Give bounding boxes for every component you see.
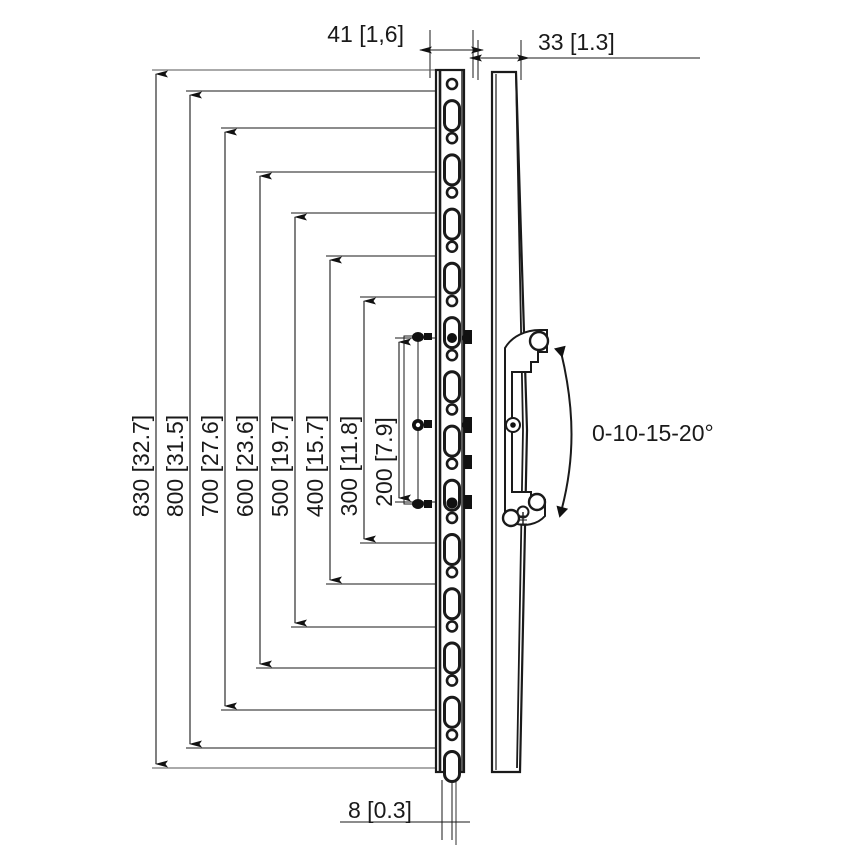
round-hole (445, 620, 459, 633)
tilt-arc-arrow (553, 345, 573, 518)
top-dimension-33 (469, 40, 700, 80)
label-dim-400: 400 [15.7] (302, 415, 328, 517)
slot-hole (443, 316, 461, 350)
round-hole (445, 240, 459, 253)
slot-hole (443, 99, 461, 133)
dimension-line-830 (152, 69, 440, 769)
label-dim-700: 700 [27.6] (197, 415, 223, 517)
dimension-line-700 (221, 127, 440, 711)
bottom-dimension-8 (340, 772, 470, 845)
slot-hole (443, 533, 461, 566)
slot-hole (443, 153, 461, 187)
round-hole (445, 457, 459, 471)
label-dim-800: 800 [31.5] (162, 415, 188, 517)
dimension-line-600 (256, 171, 440, 669)
round-hole (445, 77, 459, 91)
slot-hole (443, 641, 461, 675)
vertical-dimension-stack (152, 69, 440, 769)
label-dim-200: 200 [7.9] (371, 417, 397, 507)
round-hole (445, 511, 459, 525)
dimension-labels: 41 [1,6] 33 [1.3] 8 [0.3] 830 [32.7] 800… (128, 21, 714, 823)
round-hole (445, 186, 459, 199)
label-dim-600: 600 [23.6] (232, 415, 258, 517)
tilt-angle-label: 0-10-15-20° (592, 420, 714, 446)
round-hole (445, 294, 459, 308)
round-hole (445, 403, 459, 416)
center-mount-plate (403, 330, 472, 509)
label-bottom-8: 8 [0.3] (348, 797, 412, 823)
slot-hole (443, 424, 461, 458)
dimension-line-300 (360, 296, 440, 544)
round-hole (445, 565, 459, 579)
label-dim-500: 500 [19.7] (267, 415, 293, 517)
label-dim-300: 300 [11.8] (336, 416, 362, 517)
round-hole (445, 674, 459, 687)
dimension-line-800 (186, 90, 440, 749)
slot-hole (443, 370, 461, 404)
slot-hole (443, 207, 461, 241)
dimension-line-400 (326, 255, 440, 585)
slot-hole (443, 587, 461, 621)
label-top-33: 33 [1.3] (538, 29, 615, 55)
label-dim-830: 830 [32.7] (128, 415, 154, 517)
label-top-41: 41 [1,6] (327, 21, 404, 47)
round-hole (445, 131, 459, 145)
slot-hole (443, 261, 461, 295)
round-hole (445, 728, 459, 742)
dimension-line-500 (291, 212, 440, 628)
slot-hole (443, 695, 461, 729)
tilt-bracket-mechanism (501, 329, 550, 528)
round-hole (445, 348, 459, 362)
slot-hole (443, 750, 461, 783)
